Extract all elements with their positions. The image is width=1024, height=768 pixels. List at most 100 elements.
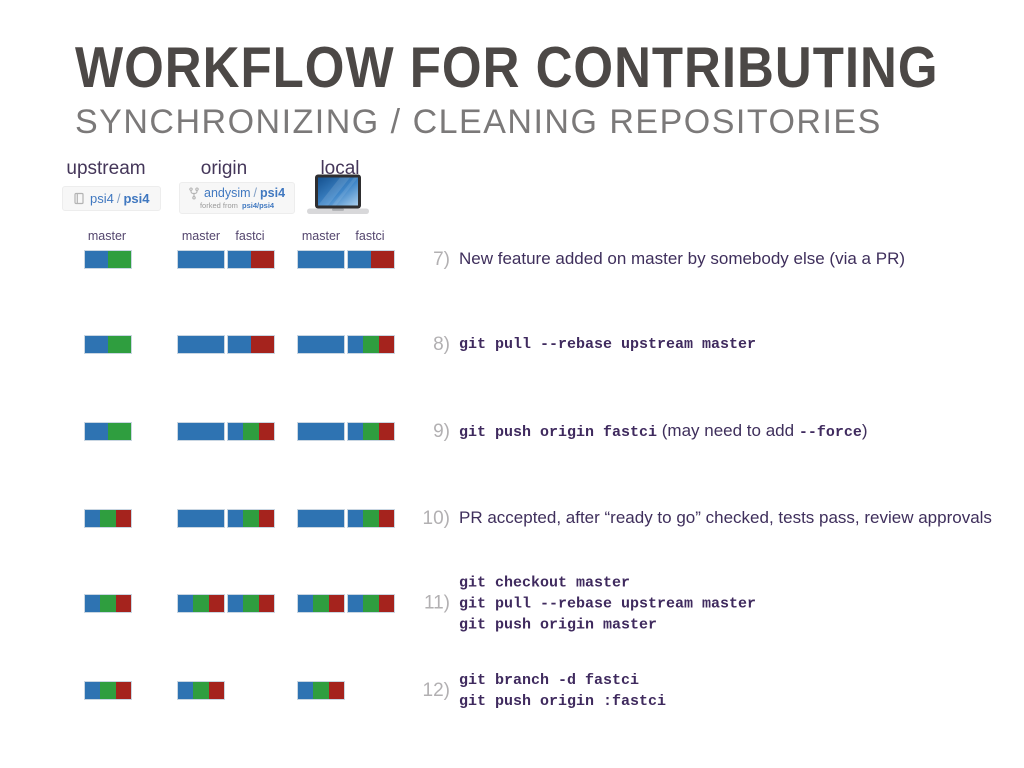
commit-segment: [328, 595, 344, 612]
step-description-text: PR accepted, after “ready to go” checked…: [459, 508, 992, 527]
branch-label: fastci: [235, 229, 265, 243]
commit-segment: [85, 595, 101, 612]
commit-segment: [378, 595, 394, 612]
commit-segment: [178, 423, 224, 440]
commit-segment: [208, 682, 224, 699]
step-row: 7) New feature added on master by somebod…: [418, 249, 905, 271]
step-text: PR accepted, after “ready to go” checked…: [459, 508, 992, 529]
commit-segment: [363, 595, 379, 612]
step-description-text: New feature added on master by somebody …: [459, 249, 906, 268]
repo-owner: andysim: [204, 186, 251, 200]
branch-bar: [84, 422, 132, 441]
commit-segment: [348, 423, 364, 440]
commit-segment: [313, 595, 329, 612]
commit-segment: [100, 682, 116, 699]
branch-bar: [297, 681, 345, 700]
branch-bar: [227, 594, 275, 613]
commit-segment: [348, 251, 371, 268]
step-text-line: git push origin master: [459, 614, 756, 635]
branch-bar: [84, 250, 132, 269]
branch-label: master: [87, 229, 127, 243]
commit-segment: [85, 336, 108, 353]
slide-subtitle: SYNCHRONIZING / CLEANING REPOSITORIES: [75, 103, 882, 141]
branch-bar: [227, 335, 275, 354]
branch-bar: [297, 509, 345, 528]
branch-bar: [177, 422, 225, 441]
commit-segment: [85, 423, 108, 440]
upstream-repo-badge: psi4/psi4: [62, 186, 161, 211]
repo-owner: psi4: [90, 191, 114, 206]
commit-segment: [100, 510, 116, 527]
branch-bar: [84, 681, 132, 700]
step-text-line: New feature added on master by somebody …: [459, 249, 905, 270]
step-text: git pull --rebase upstream master: [459, 334, 756, 355]
commit-segment: [363, 510, 379, 527]
commit-segment: [298, 510, 344, 527]
git-command-text: git push origin :fastci: [459, 692, 667, 710]
git-command-text: git pull --rebase upstream master: [459, 336, 757, 353]
commit-segment: [363, 423, 379, 440]
step-number: 9): [433, 420, 450, 442]
branch-bar: [177, 250, 225, 269]
repo-separator: /: [116, 191, 121, 206]
step-text: New feature added on master by somebody …: [459, 249, 905, 270]
commit-segment: [348, 510, 364, 527]
commit-segment: [363, 336, 379, 353]
branch-bar: [177, 594, 225, 613]
git-command-text: git checkout master: [459, 574, 631, 591]
step-description-text: ): [861, 420, 868, 440]
branch-bar: [227, 422, 275, 441]
git-command-text: git branch -d fastci: [459, 671, 640, 689]
step-text-line: git pull --rebase upstream master: [459, 334, 756, 355]
slide-title: WORKFLOW FOR CONTRIBUTING: [75, 35, 939, 100]
branch-bar: [84, 335, 132, 354]
commit-segment: [251, 336, 274, 353]
commit-segment: [251, 251, 274, 268]
column-header-origin: origin: [200, 158, 248, 179]
commit-segment: [228, 510, 244, 527]
git-command-text: git pull --rebase upstream master: [459, 595, 757, 612]
branch-bar: [84, 594, 132, 613]
repo-name: psi4: [260, 186, 286, 200]
commit-segment: [298, 336, 344, 353]
branch-bar: [347, 594, 395, 613]
column-header-upstream: upstream: [66, 158, 146, 179]
step-text: git checkout master git pull --rebase ups…: [459, 572, 756, 635]
step-number: 12): [422, 679, 450, 701]
commit-segment: [208, 595, 224, 612]
commit-segment: [258, 510, 274, 527]
branch-label: master: [181, 229, 221, 243]
commit-segment: [193, 595, 209, 612]
step-text-line: git checkout master: [459, 572, 756, 593]
step-row: 12) git branch -d fastci git push origin :…: [418, 670, 667, 712]
slide-header: WORKFLOW FOR CONTRIBUTING SYNCHRONIZING …: [75, 36, 975, 142]
commit-segment: [178, 682, 194, 699]
branch-bar: [177, 335, 225, 354]
git-command-text: --force: [798, 423, 862, 441]
commit-segment: [298, 423, 344, 440]
step-row: 10)PR accepted, after “ready to go” chec…: [418, 508, 992, 530]
commit-segment: [228, 336, 251, 353]
step-text: git branch -d fastci git push origin :fas…: [459, 670, 666, 712]
step-number: 11): [423, 592, 450, 614]
step-text: git push origin fastci (may need to add …: [459, 421, 868, 443]
branch-bar: [297, 335, 345, 354]
commit-segment: [313, 682, 329, 699]
commit-segment: [85, 682, 101, 699]
commit-segment: [100, 595, 116, 612]
step-row: 8)git pull --rebase upstream master: [418, 334, 756, 356]
commit-segment: [258, 423, 274, 440]
step-row: 9) git push origin fastci (may need to ad…: [418, 420, 868, 443]
step-text-line: git branch -d fastci: [459, 670, 666, 691]
step-number: 7): [433, 248, 450, 270]
repo-name: psi4: [123, 191, 150, 206]
branch-label: master: [301, 229, 341, 243]
commit-segment: [85, 251, 108, 268]
commit-segment: [348, 336, 364, 353]
commit-segment: [108, 251, 131, 268]
commit-segment: [378, 423, 394, 440]
step-text-line: git push origin fastci (may need to add …: [459, 421, 868, 443]
branch-bar: [347, 335, 395, 354]
branch-bar: [84, 509, 132, 528]
